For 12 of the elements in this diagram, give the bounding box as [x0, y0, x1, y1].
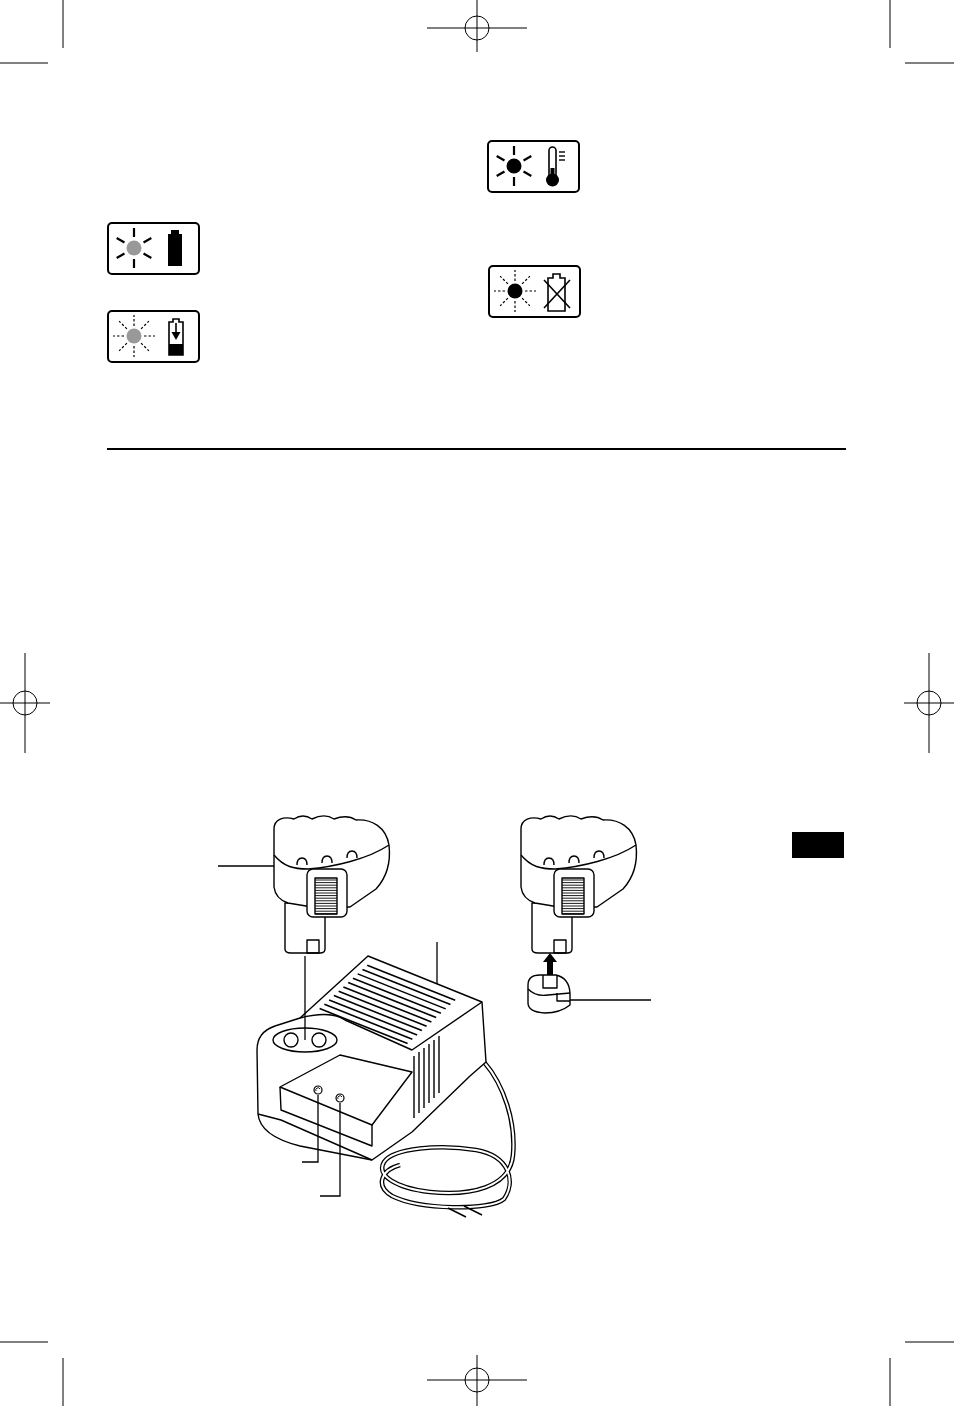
battery-pack-drawing: [272, 815, 392, 955]
leader-line: [319, 1102, 341, 1197]
indicator-light: [335, 1093, 345, 1103]
arrow: [543, 953, 557, 975]
leader-line: [301, 1094, 319, 1163]
leader-line: [217, 865, 275, 867]
indicator-light: [313, 1085, 323, 1095]
battery-pack-drawing: [519, 815, 639, 955]
protective-cap-drawing: [526, 971, 572, 1015]
leader-line: [436, 941, 438, 985]
guide-line: [304, 955, 306, 1041]
leader-line: [569, 999, 652, 1001]
